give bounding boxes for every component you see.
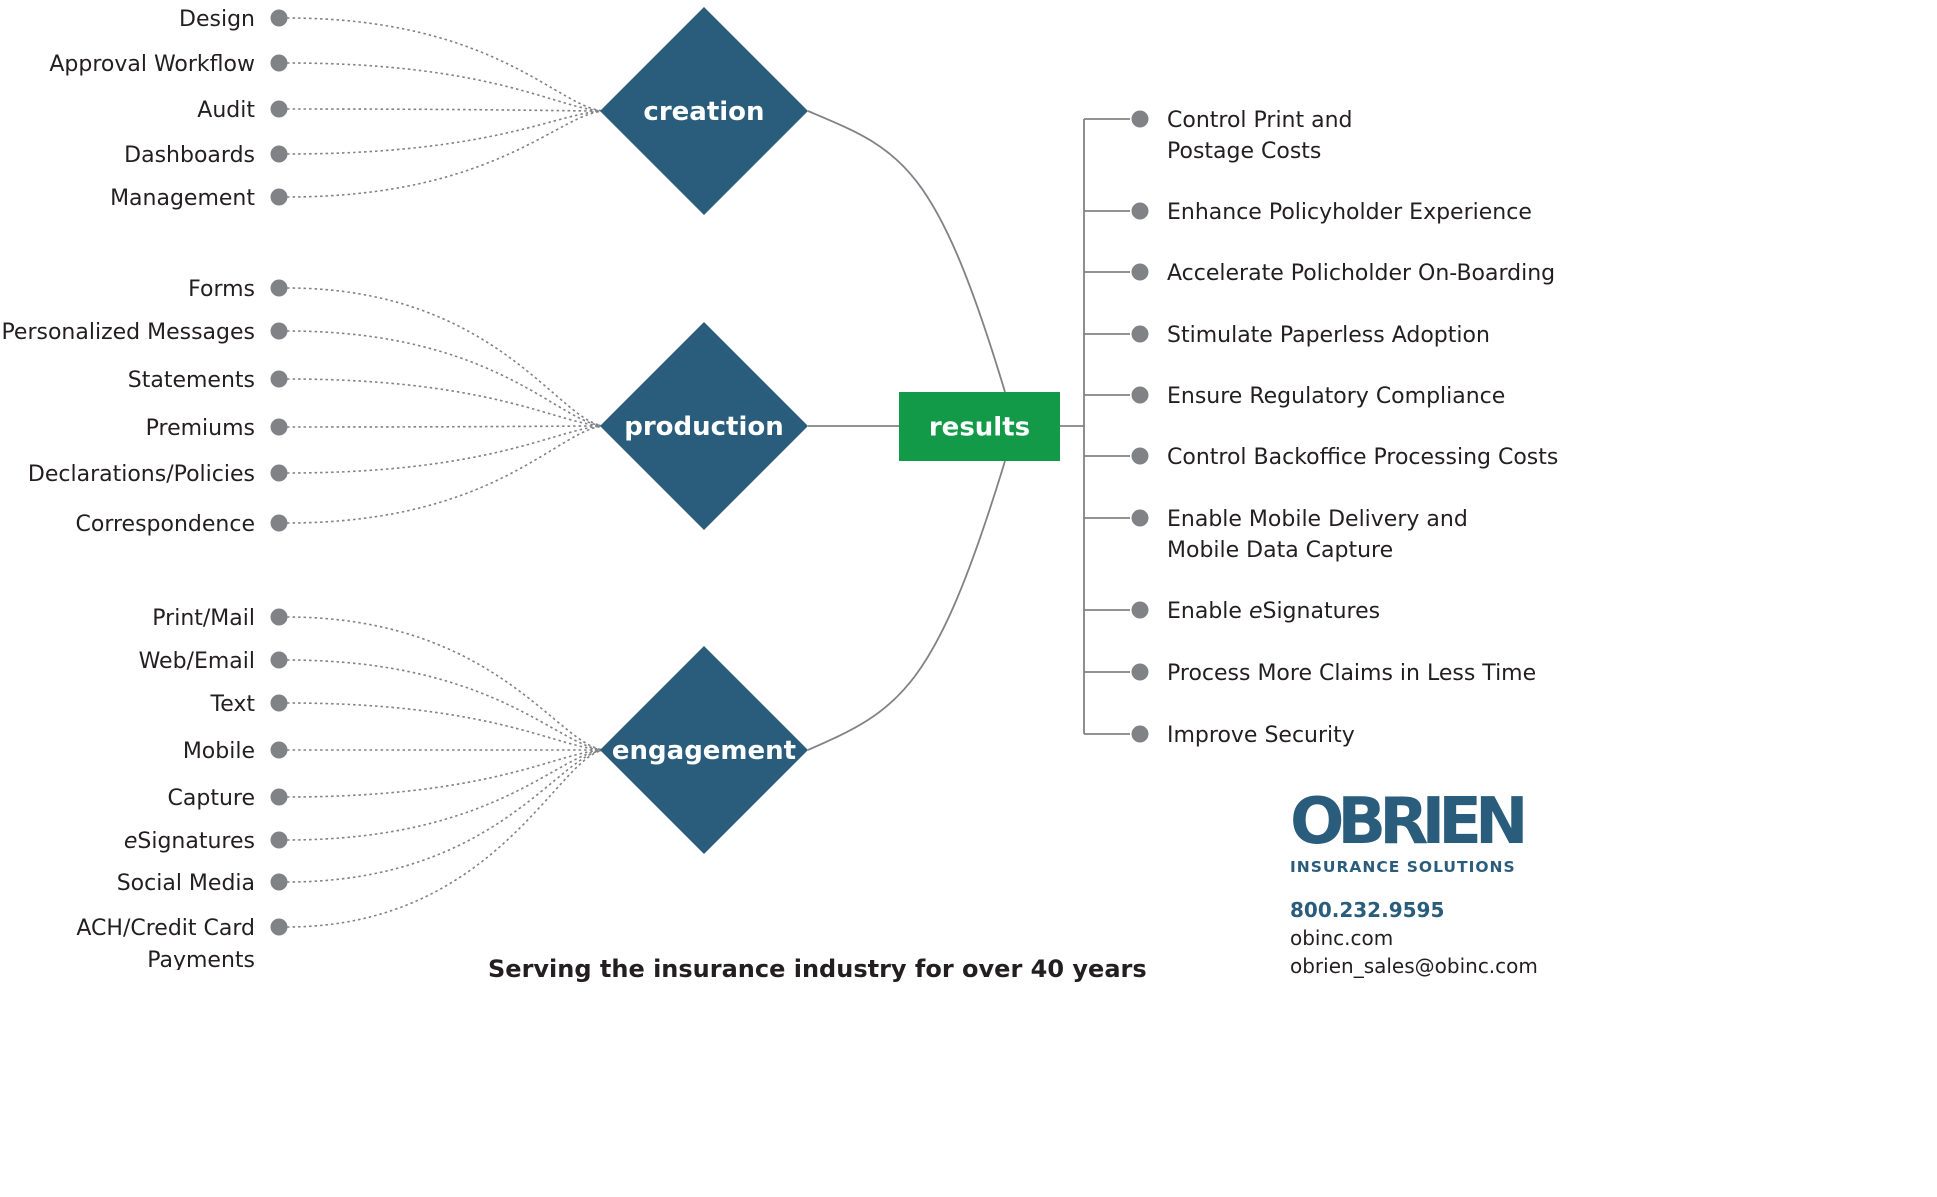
result-dot (1131, 110, 1149, 128)
result-item-label: Improve Security (1167, 723, 1355, 748)
result-item-label: Stimulate Paperless Adoption (1167, 323, 1490, 348)
bullet-dot (270, 54, 288, 72)
hub-item-label: Forms (188, 277, 255, 302)
result-item-label: Ensure Regulatory Compliance (1167, 384, 1505, 409)
dotted-connector (286, 616, 607, 751)
result-dot (1131, 325, 1149, 343)
result-item-label: Enable eSignatures (1167, 599, 1380, 624)
hub-item-label: Approval Workflow (49, 52, 255, 77)
hub-diamond-production (600, 322, 808, 530)
bullet-dot (270, 741, 288, 759)
hub-item-label: Management (110, 186, 255, 211)
dotted-connector (286, 425, 607, 524)
hub-item-label: Print/Mail (152, 606, 255, 631)
hub-diamond-engagement (600, 646, 808, 854)
hub-title-creation: creation (643, 97, 764, 127)
hub-item-label: Social Media (117, 871, 255, 896)
hub-item-label: Text (210, 692, 256, 717)
dotted-connector (286, 378, 607, 427)
hub-item-label: Payments (147, 948, 255, 970)
bullet-dot (270, 100, 288, 118)
result-dot (1131, 509, 1149, 527)
dotted-connector (286, 108, 607, 112)
dotted-connector (286, 110, 607, 198)
result-item-label: Process More Claims in Less Time (1167, 661, 1536, 686)
bullet-dot (270, 188, 288, 206)
result-item-label: Enable Mobile Delivery and (1167, 507, 1468, 532)
result-item-label: Postage Costs (1167, 139, 1321, 164)
bullet-dot (270, 9, 288, 27)
hub-item-label: ACH/Credit Card (76, 916, 255, 941)
hub-item-label: Personalized Messages (1, 320, 255, 345)
dotted-connector (286, 749, 607, 798)
hub-item-label: Design (179, 7, 255, 32)
result-dot (1131, 663, 1149, 681)
dotted-connector (286, 110, 607, 155)
result-dot (1131, 725, 1149, 743)
hub-item-label: Statements (128, 368, 255, 393)
dotted-connector (286, 749, 607, 928)
hub-title-production: production (624, 412, 784, 442)
hub-item-label: Audit (197, 98, 255, 123)
dotted-connector (286, 62, 607, 112)
bullet-dot (270, 918, 288, 936)
result-item-label: Accelerate Policholder On-Boarding (1167, 261, 1555, 286)
obrien-logo: OBRIEN (1290, 785, 1529, 859)
result-dot (1131, 263, 1149, 281)
bullet-dot (270, 145, 288, 163)
logo-subtitle: INSURANCE SOLUTIONS (1290, 858, 1516, 876)
bullet-dot (270, 279, 288, 297)
bullet-dot (270, 694, 288, 712)
result-item-label: Control Backoffice Processing Costs (1167, 445, 1558, 470)
bullet-dot (270, 514, 288, 532)
bullet-dot (270, 418, 288, 436)
bullet-dot (270, 322, 288, 340)
result-dot (1131, 202, 1149, 220)
bullet-dot (270, 370, 288, 388)
bullet-dot (270, 651, 288, 669)
creation-to-results-line (807, 110, 1006, 393)
result-item-label: Control Print and (1167, 108, 1353, 133)
phone-number: 800.232.9595 (1290, 898, 1445, 922)
results-box (899, 392, 1060, 461)
hub-item-label: Declarations/Policies (28, 462, 255, 487)
hub-item-label: Capture (168, 786, 255, 811)
result-dot (1131, 601, 1149, 619)
tagline: Serving the insurance industry for over … (488, 955, 1147, 983)
bullet-dot (270, 873, 288, 891)
dotted-connector (286, 425, 607, 474)
hub-item-label: Mobile (183, 739, 255, 764)
website-link[interactable]: obinc.com (1290, 926, 1394, 950)
dotted-connector (286, 17, 607, 112)
dotted-connector (286, 659, 607, 751)
hub-title-engagement: engagement (612, 736, 796, 766)
result-item-label: Mobile Data Capture (1167, 538, 1393, 563)
result-dot (1131, 447, 1149, 465)
hub-item-label: Premiums (146, 416, 255, 441)
result-item-label: Enhance Policyholder Experience (1167, 200, 1532, 225)
hub-item-label: Correspondence (76, 512, 255, 537)
email-link[interactable]: obrien_sales@obinc.com (1290, 954, 1538, 978)
hub-item-label: Web/Email (139, 649, 255, 674)
bullet-dot (270, 788, 288, 806)
result-dot (1131, 386, 1149, 404)
dotted-connector (286, 330, 607, 427)
bullet-dot (270, 831, 288, 849)
bullet-dot (270, 608, 288, 626)
hub-item-label: Dashboards (124, 143, 255, 168)
results-title: results (929, 413, 1030, 443)
hub-item-label: eSignatures (124, 829, 255, 854)
brand-block: OBRIEN INSURANCE SOLUTIONS 800.232.9595 … (1290, 785, 1570, 978)
dotted-connector (286, 425, 607, 428)
bullet-dot (270, 464, 288, 482)
dotted-connector (286, 749, 607, 883)
hub-diamond-creation (600, 7, 808, 215)
engagement-to-results-line (807, 460, 1006, 751)
dotted-connector (286, 702, 607, 751)
dotted-connector (286, 749, 607, 841)
dotted-connector (286, 287, 607, 427)
